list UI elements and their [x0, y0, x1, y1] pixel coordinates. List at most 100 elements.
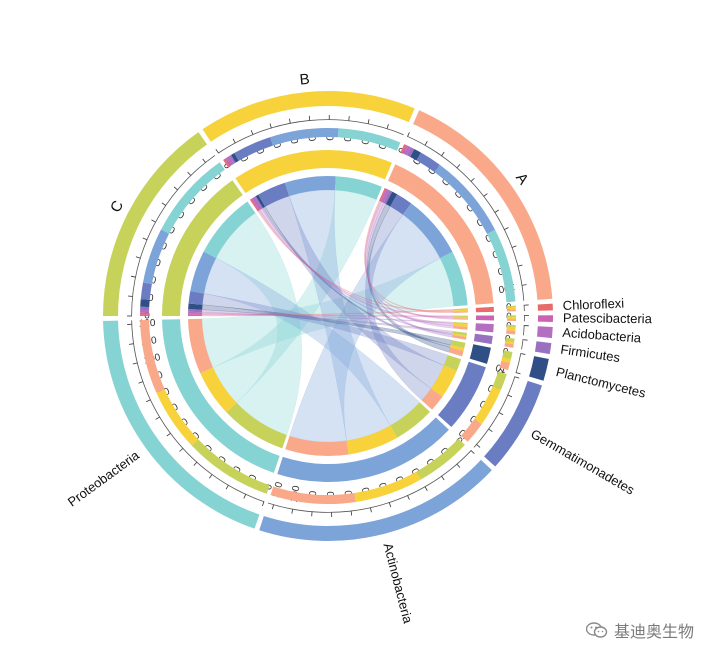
segment-planctomycetes-a: [499, 360, 511, 371]
inner-segment-a-gemmatimonadetes: [390, 194, 412, 215]
inner-arc-planctomycetes: [469, 344, 491, 364]
tick-actinobacteria-40: [407, 495, 410, 500]
sector-label-acidobacteria: Acidobacteria: [562, 325, 642, 346]
sector-arc-b: [202, 91, 415, 142]
segment-proteobacteria-c: [191, 439, 270, 494]
inner-segment-patescibacteria-b: [453, 316, 468, 319]
segment-firmicutes-a: [504, 342, 514, 348]
segment-proteobacteria-a: [140, 319, 165, 393]
tick-label-patescibacteria-0: 0: [506, 310, 512, 321]
tick-b-70: [348, 116, 350, 122]
tick-label-c-0: 0: [144, 311, 150, 322]
segment-firmicutes-c: [505, 337, 515, 343]
tick-a-90: [517, 264, 523, 267]
inner-segment-b-chloroflexi: [249, 199, 259, 212]
sector-label-actinobacteria: Actinobacteria: [381, 541, 416, 625]
segment-a-gemmatimonadetes: [416, 152, 440, 173]
tick-axis-planctomycetes: [515, 353, 522, 373]
segment-proteobacteria-b: [156, 389, 199, 446]
sector-arc-proteobacteria: [103, 320, 260, 529]
tick-planctomycetes-0: [520, 353, 526, 355]
tick-proteobacteria-20: [225, 484, 229, 490]
inner-segment-proteobacteria-c: [226, 402, 287, 449]
tick-b-10: [232, 138, 236, 144]
tick-a-80: [511, 245, 517, 249]
tick-actinobacteria-70: [350, 510, 353, 516]
tick-proteobacteria-0: [262, 501, 265, 507]
tick-a-10: [424, 141, 428, 146]
inner-arc-proteobacteria: [162, 319, 280, 473]
inner-segment-b-proteobacteria: [335, 176, 382, 200]
tick-label-firmicutes-0: 0: [504, 332, 511, 344]
inner-segment-acidobacteria-b: [453, 323, 468, 328]
tick-proteobacteria-80: [146, 399, 151, 403]
inner-arc-b: [235, 149, 392, 194]
tick-actinobacteria-60: [369, 507, 372, 513]
sector-arc-c: [103, 132, 208, 316]
inner-segment-actinobacteria-c: [390, 402, 430, 438]
tick-label-chloroflexi-0: 0: [505, 300, 512, 311]
inner-segment-planctomycetes-a: [448, 347, 464, 357]
sector-arc-actinobacteria: [259, 459, 492, 541]
segment-actinobacteria-b: [354, 471, 421, 502]
segment-b-chloroflexi: [223, 158, 230, 168]
ribbons: [201, 189, 455, 443]
inner-segment-a-patescibacteria: [380, 188, 388, 202]
tick-label-gemmatimonadetes-0: 0: [495, 366, 504, 378]
sector-arc-planctomycetes: [529, 356, 549, 381]
inner-segment-acidobacteria-a: [453, 325, 468, 330]
segment-gemmatimonadetes-a: [461, 419, 482, 442]
segment-c-actinobacteria: [143, 229, 170, 285]
tick-b-0: [215, 148, 219, 154]
inner-segment-actinobacteria-b: [346, 425, 398, 455]
tick-label-a-0: 0: [395, 146, 407, 156]
tick-firmicutes-0: [522, 339, 528, 341]
watermark: 基迪奥生物: [585, 618, 694, 642]
inner-segment-chloroflexi-b: [453, 309, 468, 312]
inner-segment-c-acidobacteria: [188, 311, 203, 314]
tick-axis-firmicutes: [521, 339, 524, 350]
inner-segment-actinobacteria-a: [285, 435, 349, 456]
tick-proteobacteria-60: [166, 432, 172, 437]
inner-segment-c-chloroflexi: [188, 314, 203, 316]
inner-segment-firmicutes-a: [452, 334, 467, 340]
inner-segment-b-planctomycetes: [255, 194, 266, 209]
inner-segment-firmicutes-c: [452, 331, 467, 336]
watermark-text: 基迪奥生物: [613, 622, 694, 641]
segment-b-proteobacteria: [338, 128, 401, 151]
inner-segment-c-patescibacteria: [188, 313, 203, 315]
sector-label-patescibacteria: Patescibacteria: [563, 310, 653, 326]
tick-proteobacteria-90: [138, 381, 144, 384]
inner-segment-c-actinobacteria: [190, 251, 217, 294]
segment-acidobacteria-c: [506, 324, 516, 328]
segment-actinobacteria-a: [270, 486, 356, 505]
sector-label-planctomycetes: Planctomycetes: [555, 364, 648, 401]
inner-segment-planctomycetes-b: [450, 345, 465, 351]
inner-segment-planctomycetes-c: [450, 340, 466, 349]
tick-actinobacteria-0: [470, 450, 475, 455]
inner-segment-c-firmicutes: [188, 309, 203, 313]
segment-b-gemmatimonadetes: [234, 137, 273, 161]
tick-label-acidobacteria-0: 0: [505, 319, 512, 330]
sector-arc-acidobacteria: [536, 326, 553, 339]
tick-a-40: [470, 177, 475, 182]
segment-planctomycetes-c: [502, 350, 513, 360]
tick-c-90: [202, 158, 207, 164]
tick-b-30: [269, 123, 272, 129]
inner-segment-gemmatimonadetes-a: [421, 388, 443, 410]
segment-gemmatimonadetes-b: [474, 386, 501, 425]
segment-chloroflexi-b: [506, 307, 516, 310]
tick-proteobacteria-70: [155, 416, 161, 420]
sector-label-firmicutes: Firmicutes: [560, 342, 622, 366]
tick-a-100: [521, 284, 527, 286]
inner-segment-a-proteobacteria: [440, 251, 468, 307]
tick-c-70: [173, 186, 179, 191]
outer-ring: [103, 91, 554, 541]
segment-b-actinobacteria: [270, 128, 339, 146]
tick-a-20: [441, 151, 445, 157]
inner-arc-patescibacteria: [475, 315, 495, 321]
inner-segment-a-actinobacteria: [402, 203, 453, 259]
segment-acidobacteria-a: [506, 330, 516, 335]
segment-c-proteobacteria: [161, 162, 225, 234]
